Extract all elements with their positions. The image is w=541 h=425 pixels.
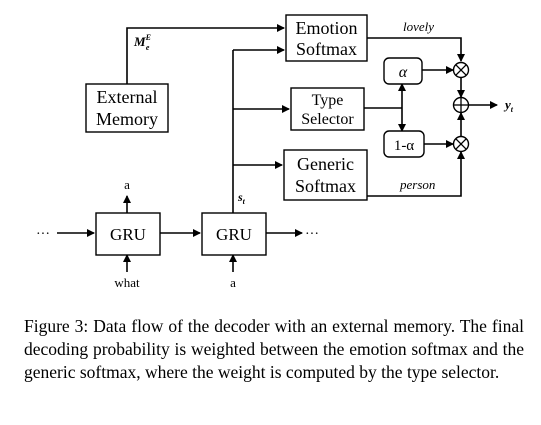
decoder-diagram: Emotion Softmax External Memory Type Sel… [36,14,514,290]
gru-current-label: GRU [216,225,252,244]
output-label: yt [503,97,514,114]
arrow-generic-to-multiply [367,151,465,197]
figure-caption: Figure 3: Data flow of the decoder with … [24,316,524,382]
lovely-label: lovely [403,19,434,34]
gru-prev-input-label: what [114,275,140,290]
gru-prev-box: GRU [95,212,161,256]
connections [57,24,498,272]
add-operator [452,96,470,114]
arrow-emotion-to-multiply [367,37,465,62]
external-memory-line1: External [97,87,158,107]
external-memory-box: External Memory [85,83,169,133]
type-selector-line2: Selector [301,111,354,128]
person-label: person [399,177,435,192]
state-label: st [237,190,246,206]
generic-softmax-box: Generic Softmax [283,149,368,201]
one-minus-alpha-box: 1-α [383,130,425,158]
dots-left: ··· [36,227,50,242]
arrow-memory-to-emotion [126,24,285,84]
emotion-softmax-box: Emotion Softmax [285,14,368,62]
alpha-label: α [399,64,408,81]
external-memory-line2: Memory [96,109,158,129]
gru-current-box: GRU [201,212,267,256]
multiply-top [452,61,470,79]
multiply-bottom [452,135,470,153]
type-selector-line1: Type [312,92,344,109]
one-minus-alpha-label: 1-α [394,138,414,154]
dots-right: ··· [305,227,319,242]
generic-softmax-line2: Softmax [295,176,356,196]
emotion-softmax-line2: Softmax [296,39,357,59]
type-selector-box: Type Selector [290,87,365,131]
alpha-box: α [383,57,423,85]
generic-softmax-line1: Generic [297,154,354,174]
emotion-softmax-line1: Emotion [296,18,358,38]
gru-prev-output-label: a [124,177,130,192]
gru-prev-label: GRU [110,225,146,244]
gru-current-input-label: a [230,275,236,290]
